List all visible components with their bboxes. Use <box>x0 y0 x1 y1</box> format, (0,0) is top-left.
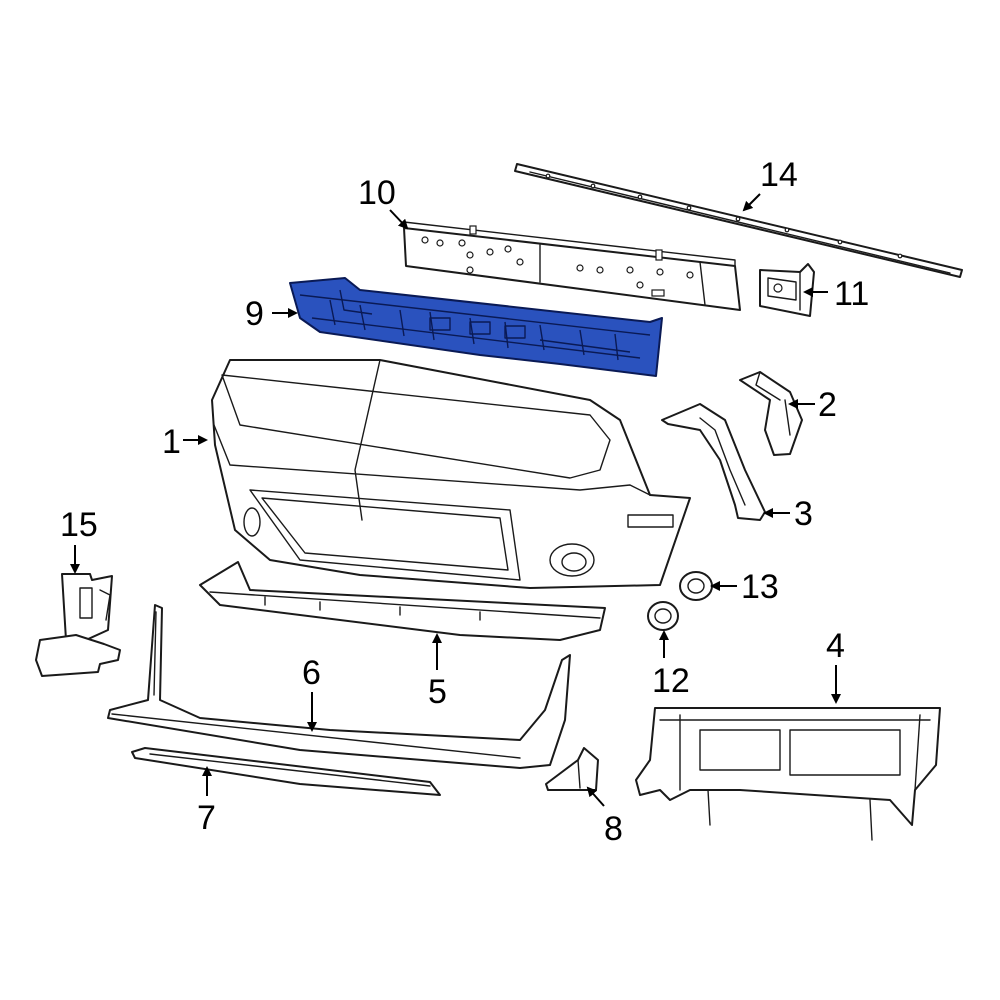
part-1-bumper-cover[interactable] <box>211 359 691 589</box>
callout-10: 10 <box>358 174 396 212</box>
part-12-grommet[interactable] <box>647 601 679 631</box>
callout-4: 4 <box>826 627 845 665</box>
callout-8: 8 <box>604 810 623 848</box>
part-8-small-bracket[interactable] <box>545 747 599 791</box>
part-15-sensor-bracket[interactable] <box>35 573 121 677</box>
callout-7: 7 <box>197 799 216 837</box>
part-9-energy-absorber[interactable] <box>289 277 663 377</box>
part-5-lower-valance[interactable] <box>199 561 606 641</box>
leader-8 <box>586 786 605 807</box>
part-2-side-bracket[interactable] <box>739 371 803 456</box>
callout-5: 5 <box>428 673 447 711</box>
part-4-radiator-support[interactable] <box>635 707 941 841</box>
part-11-bracket[interactable] <box>759 263 815 317</box>
callout-2: 2 <box>818 386 837 424</box>
leader-10 <box>389 209 409 230</box>
callout-15: 15 <box>60 506 98 544</box>
callout-11: 11 <box>834 275 869 313</box>
callout-12: 12 <box>652 662 690 700</box>
leader-14 <box>742 193 761 212</box>
part-10-reinforcement[interactable] <box>403 221 741 311</box>
part-7-air-dam[interactable] <box>131 747 441 796</box>
callout-6: 6 <box>302 654 321 692</box>
part-13-grommet[interactable] <box>679 571 713 601</box>
callout-3: 3 <box>794 495 813 533</box>
callout-13: 13 <box>741 568 779 606</box>
callout-14: 14 <box>760 156 798 194</box>
part-14-seal-strip[interactable] <box>514 163 963 278</box>
callout-labels: 1 2 3 4 5 6 7 8 9 10 11 12 13 14 15 <box>60 156 869 848</box>
callout-9: 9 <box>245 295 264 333</box>
callout-1: 1 <box>162 423 181 461</box>
part-3-side-support[interactable] <box>661 403 766 521</box>
part-6-lower-support[interactable] <box>107 604 571 769</box>
leader-lines <box>70 193 841 807</box>
